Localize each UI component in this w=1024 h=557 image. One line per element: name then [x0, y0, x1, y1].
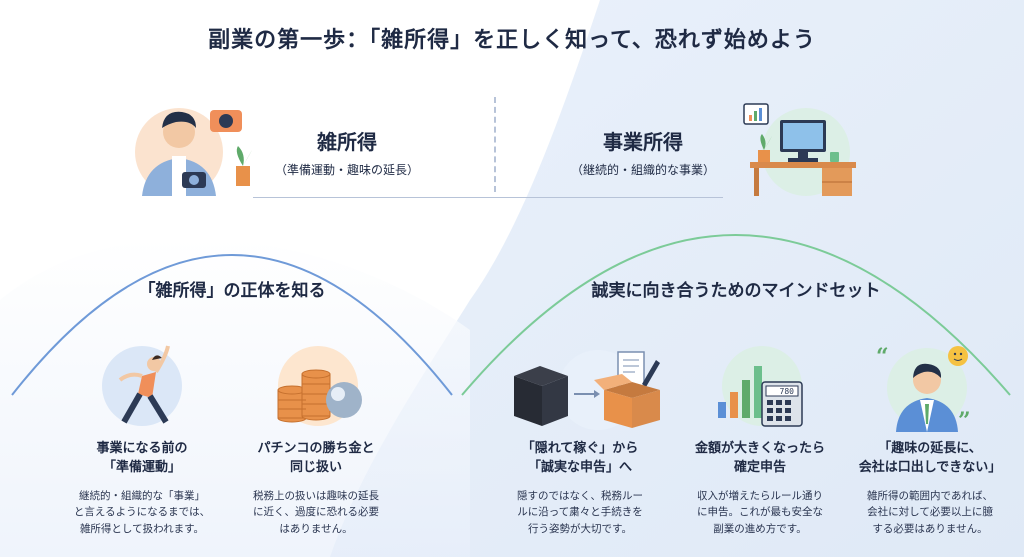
- title-line: 「誠実な申告」へ: [527, 459, 632, 475]
- body-line: に近く、過度に恐れる必要: [253, 506, 379, 519]
- right-card-2-title: 金額が大きくなったら 確定申告: [674, 440, 846, 478]
- coins-icon: [277, 346, 362, 426]
- horizontal-divider: [253, 197, 723, 198]
- body-line: 副業の進め方です。: [713, 522, 807, 535]
- title-line: パチンコの勝ち金と: [257, 441, 375, 456]
- box-to-open-box-icon: [514, 350, 660, 430]
- left-section-heading: 「雑所得」の正体を知る: [138, 281, 326, 301]
- right-card-1-body: 隠すのではなく、税務ルー ルに沿って粛々と手続きを 行う姿勢が大切です。: [494, 488, 666, 537]
- vertical-divider: [494, 97, 496, 192]
- left-card-1-body: 継続的・組織的な「事業」 と言えるようになるまでは、 雑所得として扱われます。: [52, 488, 232, 537]
- left-card-1-title: 事業になる前の 「準備運動」: [62, 440, 222, 478]
- right-card-3-body: 雑所得の範囲内であれば、 会社に対して必要以上に臆 する必要はありません。: [840, 488, 1020, 537]
- right-section-heading: 誠実に向き合うためのマインドセット: [591, 281, 881, 301]
- body-line: に申告。これが最も安全な: [697, 506, 823, 519]
- stretching-person-icon: [102, 345, 182, 426]
- left-card-2-title: パチンコの勝ち金と 同じ扱い: [236, 440, 396, 478]
- quote-close-icon: ”: [958, 408, 971, 434]
- quote-open-icon: “: [876, 344, 889, 370]
- desk-computer-icon: [743, 103, 856, 196]
- body-line: ルに沿って粛々と手続きを: [517, 506, 643, 519]
- calculator-chart-icon: 780: [718, 346, 803, 427]
- body-line: 隠すのではなく、税務ルー: [517, 490, 643, 502]
- body-line: 会社に対して必要以上に臆: [867, 506, 993, 519]
- businessman-speech-icon: “ ”: [876, 344, 971, 434]
- title-line: 事業になる前の: [96, 441, 188, 456]
- jigyo-subtitle: （継続的・組織的な事業）: [570, 163, 715, 177]
- title-line: 「準備運動」: [102, 459, 181, 475]
- title-line: 「隠れて稼ぐ」から: [521, 441, 639, 456]
- title-line: 確定申告: [733, 459, 786, 475]
- zatsu-label: 雑所得 （準備運動・趣味の延長）: [262, 126, 432, 178]
- title-line: 会社は口出しできない」: [858, 459, 1002, 475]
- title-line: 同じ扱い: [289, 459, 342, 475]
- title-line: 「趣味の延長に、: [878, 441, 982, 456]
- zatsu-subtitle: （準備運動・趣味の延長）: [274, 163, 419, 177]
- right-card-1-title: 「隠れて稼ぐ」から 「誠実な申告」へ: [494, 440, 666, 478]
- jigyo-label: 事業所得 （継続的・組織的な事業）: [558, 126, 728, 178]
- person-camera-icon: [135, 108, 252, 196]
- right-card-3-title: 「趣味の延長に、 会社は口出しできない」: [840, 440, 1020, 478]
- title-line: 金額が大きくなったら: [694, 441, 825, 456]
- body-line: と言えるようになるまでは、: [73, 506, 211, 519]
- left-card-2-body: 税務上の扱いは趣味の延長 に近く、過度に恐れる必要 はありません。: [226, 488, 406, 537]
- body-line: はありません。: [279, 522, 353, 535]
- calculator-display: 780: [780, 387, 795, 396]
- body-line: 税務上の扱いは趣味の延長: [253, 490, 379, 502]
- body-line: 雑所得の範囲内であれば、: [867, 490, 993, 502]
- jigyo-title: 事業所得: [603, 130, 683, 154]
- zatsu-title: 雑所得: [317, 130, 377, 154]
- body-line: 収入が増えたらルール通り: [697, 490, 823, 502]
- page-title: 副業の第一歩：「雑所得」を正しく知って、恐れず始めよう: [208, 28, 816, 53]
- body-line: 雑所得として扱われます。: [79, 522, 205, 535]
- body-line: 継続的・組織的な「事業」: [79, 490, 205, 502]
- body-line: する必要はありません。: [872, 522, 988, 535]
- right-card-2-body: 収入が増えたらルール通り に申告。これが最も安全な 副業の進め方です。: [674, 488, 846, 537]
- body-line: 行う姿勢が大切です。: [528, 522, 632, 535]
